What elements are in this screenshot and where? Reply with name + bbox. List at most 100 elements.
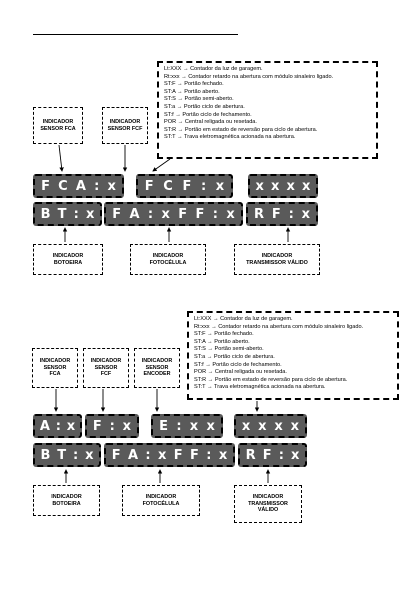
legend-line: ST:F → Portão fechado. <box>164 81 224 88</box>
legend-line: ST:a → Portão ciclo de abertura. <box>194 353 275 360</box>
legend-line: ST:A → Portão aberto. <box>194 338 250 345</box>
legend-line: ST:T → Trava eletromagnética acionada na… <box>194 384 326 391</box>
display-char: x <box>258 418 267 434</box>
display-char: A <box>75 178 86 194</box>
display-char: R <box>253 206 264 222</box>
display-char: : <box>109 418 115 434</box>
legend-line: ST:S → Portão semi-aberto. <box>194 346 264 353</box>
display-char: F <box>112 206 122 222</box>
legend-line: ST:f → Portão ciclo de fechamento. <box>194 361 282 368</box>
label-fotocelula-1: INDICADOR FOTOCÉLULA <box>130 244 206 275</box>
label-sensor-fcf-1: INDICADOR SENSOR FCF <box>102 107 148 144</box>
display-char: : <box>55 418 61 434</box>
label-sensor-encoder-2: INDICADOR SENSOR ENCODER <box>134 348 180 388</box>
status-legend-2: Lt:XXX → Contador da luz de garagem.Rt:x… <box>187 311 399 400</box>
display-char: F <box>195 206 205 222</box>
display-char: F <box>178 206 188 222</box>
display-char: F <box>173 447 183 463</box>
label-botoeira-2: INDICADOR BOTOEIRA <box>33 485 100 516</box>
legend-line: ST:f → Portão ciclo de fechamento. <box>164 111 252 118</box>
display-char: F <box>144 178 154 194</box>
display-char: x <box>85 447 94 463</box>
header-rule <box>33 34 238 35</box>
display-char: B <box>40 447 51 463</box>
display2-row1-fca: A: x <box>33 414 82 438</box>
display-char: x <box>107 178 116 194</box>
arrow-legend-1 <box>152 158 171 172</box>
legend-line: ST:R → Portão em estado de reversão para… <box>194 376 348 383</box>
arrow-fca-1 <box>58 144 64 172</box>
label-sensor-fca-1: INDICADOR SENSOR FCA <box>33 107 83 144</box>
display-char: C <box>163 178 173 194</box>
display-char: x <box>218 447 228 463</box>
status-legend-1: Lt:XXX → Contador da luz de garagem.Rt:x… <box>157 61 378 159</box>
display-char: x <box>157 447 167 463</box>
display-char: R <box>245 447 256 463</box>
legend-line: POR → Central religada ou resetada. <box>164 119 257 126</box>
display-char: F <box>111 447 121 463</box>
display-char: x <box>255 178 264 194</box>
display-char: x <box>215 178 225 194</box>
display-char: x <box>290 418 300 434</box>
legend-line: ST:F → Portão fechado. <box>194 331 254 338</box>
display-char: : <box>73 206 79 222</box>
label-transmissor-1: INDICADOR TRANSMISSOR VÁLIDO <box>234 244 320 275</box>
display-char: x <box>301 206 311 222</box>
display-char: x <box>226 206 235 222</box>
display-char: T <box>57 206 67 222</box>
display-char: : <box>212 206 218 222</box>
display-char: A <box>127 447 139 463</box>
display-char: x <box>271 178 280 194</box>
display-char: F <box>92 418 102 434</box>
display-char: : <box>145 447 151 463</box>
legend-line: Rt:xxx → Contador retardo na abertura co… <box>164 73 334 80</box>
legend-line: Lt:XXX → Contador da luz de garagem. <box>164 66 263 72</box>
display-char: x <box>286 178 295 194</box>
legend-line: POR → Central religada ou resetada. <box>194 369 287 376</box>
display-char: x <box>241 418 251 434</box>
legend-line: Rt:xxx → Contador retardo na abertura co… <box>194 323 364 330</box>
display-char: : <box>206 447 212 463</box>
display-char: F <box>41 178 50 194</box>
display-char: : <box>94 178 100 194</box>
display-char: T <box>57 447 67 463</box>
label-sensor-fca-2: INDICADOR SENSOR FCA <box>32 348 78 388</box>
display-char: A <box>39 418 50 434</box>
display-char: F <box>271 206 281 222</box>
display-char: : <box>147 206 154 222</box>
display-char: : <box>288 206 294 222</box>
legend-line: ST:R → Portão em estado de reversão para… <box>164 126 318 133</box>
label-transmissor-2: INDICADOR TRANSMISSOR VÁLIDO <box>234 485 302 523</box>
legend-line: Lt:XXX → Contador da luz de garagem. <box>194 316 293 322</box>
display-char: B <box>40 206 51 222</box>
display-char: : <box>176 418 182 434</box>
display-char: x <box>302 178 311 194</box>
display-char: : <box>200 178 207 194</box>
display-char: x <box>291 447 300 463</box>
display-char: : <box>278 447 284 463</box>
legend-line: ST:T → Trava eletromagnética acionada na… <box>164 134 296 141</box>
label-fotocelula-2: INDICADOR FOTOCÉLULA <box>122 485 200 516</box>
label-botoeira-1: INDICADOR BOTOEIRA <box>33 244 103 275</box>
display-char: F <box>190 447 199 463</box>
display-char: x <box>85 206 95 222</box>
legend-line: ST:a → Portão ciclo de abertura. <box>164 103 245 110</box>
display-char: F <box>182 178 192 194</box>
display-char: A <box>129 206 140 222</box>
display-char: : <box>73 447 79 463</box>
legend-line: ST:S → Portão semi-aberto. <box>164 96 234 103</box>
display-char: x <box>189 418 199 434</box>
display-char: x <box>206 418 215 434</box>
display-char: x <box>66 418 76 434</box>
